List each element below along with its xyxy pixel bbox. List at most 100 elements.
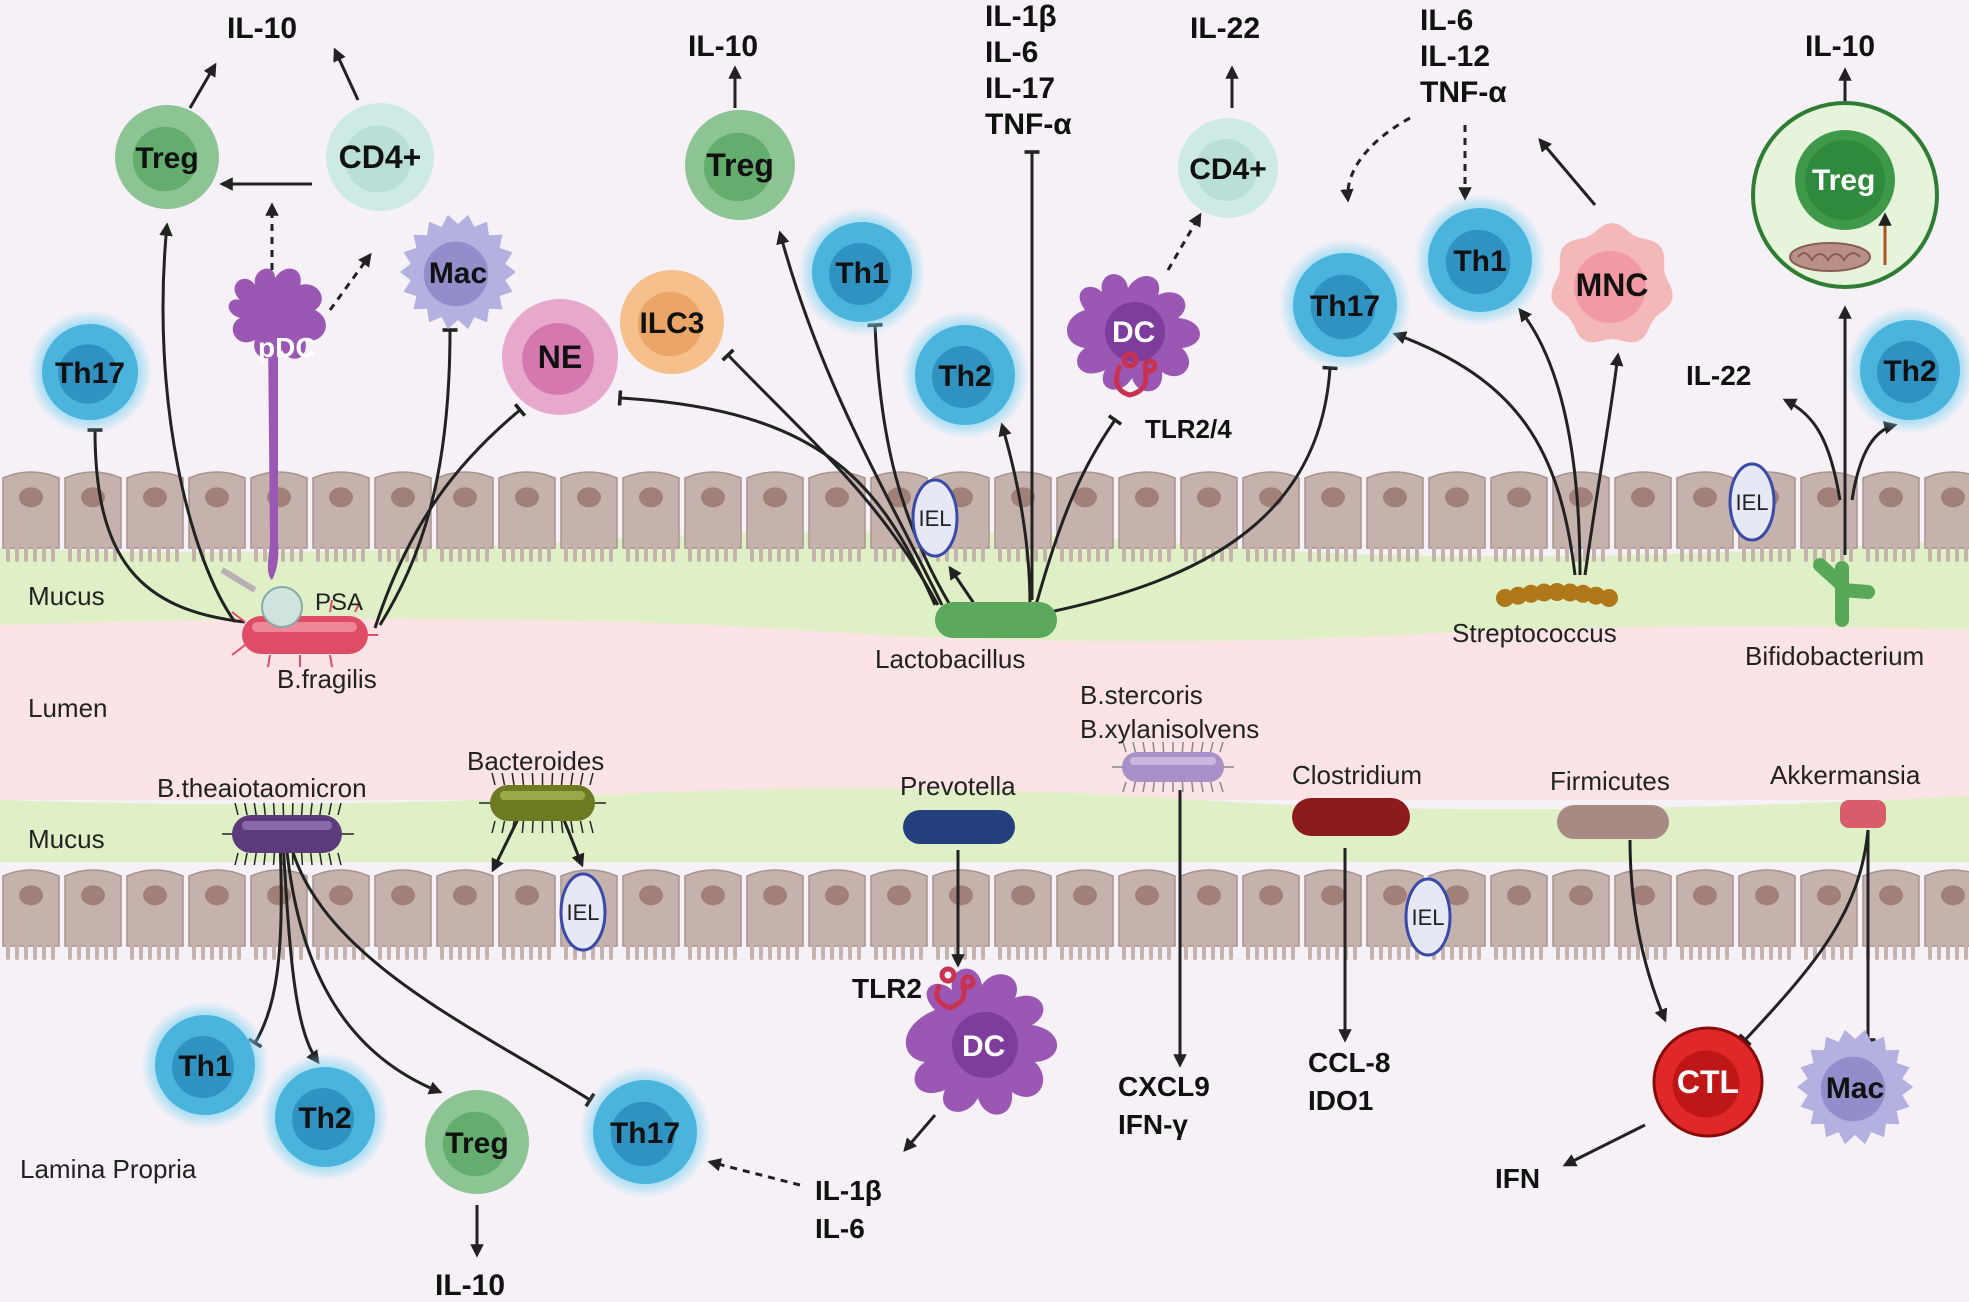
streptococcus-chain: [1496, 583, 1618, 607]
treg-cell-4: Treg: [425, 1090, 529, 1194]
cd4-1-il10-arrow: [333, 47, 360, 101]
arrows: [87, 47, 1898, 1258]
il10-b-label: IL-10: [688, 30, 758, 63]
il22-a-label: IL-22: [1190, 12, 1260, 45]
th1-cell-2: Th1: [1414, 194, 1546, 326]
psa-to-pdc: [220, 567, 257, 593]
mac-cell-2-label: Mac: [1826, 1072, 1884, 1105]
ctl-to-ifn-arrow: [1562, 1123, 1646, 1167]
epithelial-cell: [126, 869, 184, 960]
ne-cell-label: NE: [538, 339, 582, 375]
lamina-propria-label: Lamina Propria: [20, 1154, 197, 1184]
epithelial-cell: [1056, 869, 1114, 960]
epithelial-cell: [250, 471, 308, 562]
th2-cell-2: Th2: [1846, 306, 1969, 434]
akkermansia-to-ctl-inhibit: [1738, 829, 1870, 1047]
treg-big-label: Treg: [1812, 164, 1875, 197]
cd4-cell-1: CD4+: [326, 103, 434, 211]
th2-cell-3: Th2: [261, 1053, 389, 1181]
epithelial-cell: [64, 471, 122, 562]
epithelial-cell: [746, 471, 804, 562]
epithelial-cell: [1180, 869, 1238, 960]
lactobacillus-label: Lactobacillus: [875, 644, 1025, 674]
il10-d-label: IL-10: [435, 1269, 505, 1302]
th17-cell-3-label: Th17: [610, 1117, 680, 1150]
dc1-to-cd4-dashed: [1166, 212, 1202, 271]
ifn-label: IFN: [1495, 1163, 1540, 1194]
tlr2-label: TLR2: [852, 973, 922, 1004]
psa-capsule: [261, 586, 303, 628]
epithelial-cell: [374, 869, 432, 960]
epithelial-cell: [746, 869, 804, 960]
streptococcus-coccus: [1535, 583, 1553, 602]
streptococcus-coccus: [1600, 589, 1618, 607]
clost-cyto-1: CCL-8: [1308, 1047, 1390, 1078]
prevotella-bacterium: [903, 810, 1015, 844]
streptococcus-coccus: [1522, 584, 1540, 603]
epithelial-cell: [1924, 869, 1969, 960]
iel-label: IEL: [918, 506, 951, 531]
epithelial-cell: [808, 869, 866, 960]
epithelial-cell: [188, 471, 246, 562]
strep-to-mnc-arrow: [1583, 352, 1624, 576]
treg-cell-2: Treg: [685, 110, 795, 220]
epithelial-cell: [1242, 869, 1300, 960]
epithelial-cell: [870, 869, 928, 960]
ilc3-cell-label: ILC3: [639, 307, 704, 340]
epithelial-cell: [1738, 869, 1796, 960]
epithelial-cell: [64, 869, 122, 960]
bfragilis-to-ne-inhibit: [373, 403, 527, 629]
mac-cell-2: Mac: [1797, 1029, 1913, 1145]
th1-cell-3: Th1: [141, 1001, 269, 1129]
bster-cyto-1: CXCL9: [1118, 1071, 1210, 1102]
bifido-to-il22-arrow: [1782, 398, 1842, 501]
epithelial-cell: [1428, 471, 1486, 562]
bacteroides-bacterium: [479, 772, 606, 834]
pdc-cell: pDC: [228, 268, 326, 580]
il22-b-label: IL-22: [1686, 360, 1751, 391]
bifidobacterium-bacterium: [1813, 558, 1875, 627]
bstercoris-bacterium: [1112, 741, 1234, 793]
dc2-to-cytokine-arrow: [903, 1114, 937, 1153]
th17-cell-3: Th17: [579, 1066, 711, 1198]
dc-top-label: DC: [1112, 316, 1155, 349]
btheta-bacterium: [222, 802, 354, 866]
th17-cell-2-label: Th17: [1310, 290, 1380, 323]
dc-cell-bottom: DC: [905, 966, 1058, 1115]
epithelial-cell: [1614, 869, 1672, 960]
th2-cell-3-label: Th2: [298, 1102, 351, 1135]
clost-cyto-2: IDO1: [1308, 1085, 1373, 1116]
strep-to-th1-arrow: [1518, 307, 1582, 576]
lumen-label: Lumen: [28, 693, 108, 723]
btheta-to-th17-inhibit: [288, 841, 596, 1108]
iel-label: IEL: [566, 900, 599, 925]
streptococcus-label: Streptococcus: [1452, 618, 1617, 648]
epithelial-cell: [312, 471, 370, 562]
btheta-to-th1-inhibit: [247, 841, 283, 1049]
prevotella-label: Prevotella: [900, 771, 1016, 801]
epithelial-cell: [1118, 471, 1176, 562]
epithelial-cell: [684, 869, 742, 960]
epithelial-cell: [312, 869, 370, 960]
akkermansia-bacterium: [1840, 800, 1886, 828]
epithelial-cell: [1180, 471, 1238, 562]
th2-cell-1-label: Th2: [938, 360, 991, 393]
iel-cell-3: IEL: [559, 872, 607, 952]
epithelial-cell: [188, 869, 246, 960]
epithelial-cell: [1676, 471, 1734, 562]
bster-cyto-2: IFN-γ: [1118, 1109, 1188, 1140]
epithelium-bottom: [2, 869, 1969, 960]
epithelial-cell: [1366, 471, 1424, 562]
epithelial-cell: [808, 471, 866, 562]
il10-c-label: IL-10: [1805, 30, 1875, 63]
mucus-band-top: [0, 531, 1969, 642]
strep-cyto-3: TNF-α: [1420, 76, 1507, 109]
strep-cyto-2: IL-12: [1420, 40, 1490, 73]
th17-cell-1: Th17: [28, 310, 152, 434]
th1-cell-1-label: Th1: [835, 257, 888, 290]
bacteroides-to-epi-arrow: [491, 814, 522, 873]
il10-a-label: IL-10: [227, 12, 297, 45]
bifidobacterium-label: Bifidobacterium: [1745, 641, 1924, 671]
ne-cell: NE: [502, 299, 618, 415]
pdc-to-cd4-dashed: [328, 252, 372, 311]
